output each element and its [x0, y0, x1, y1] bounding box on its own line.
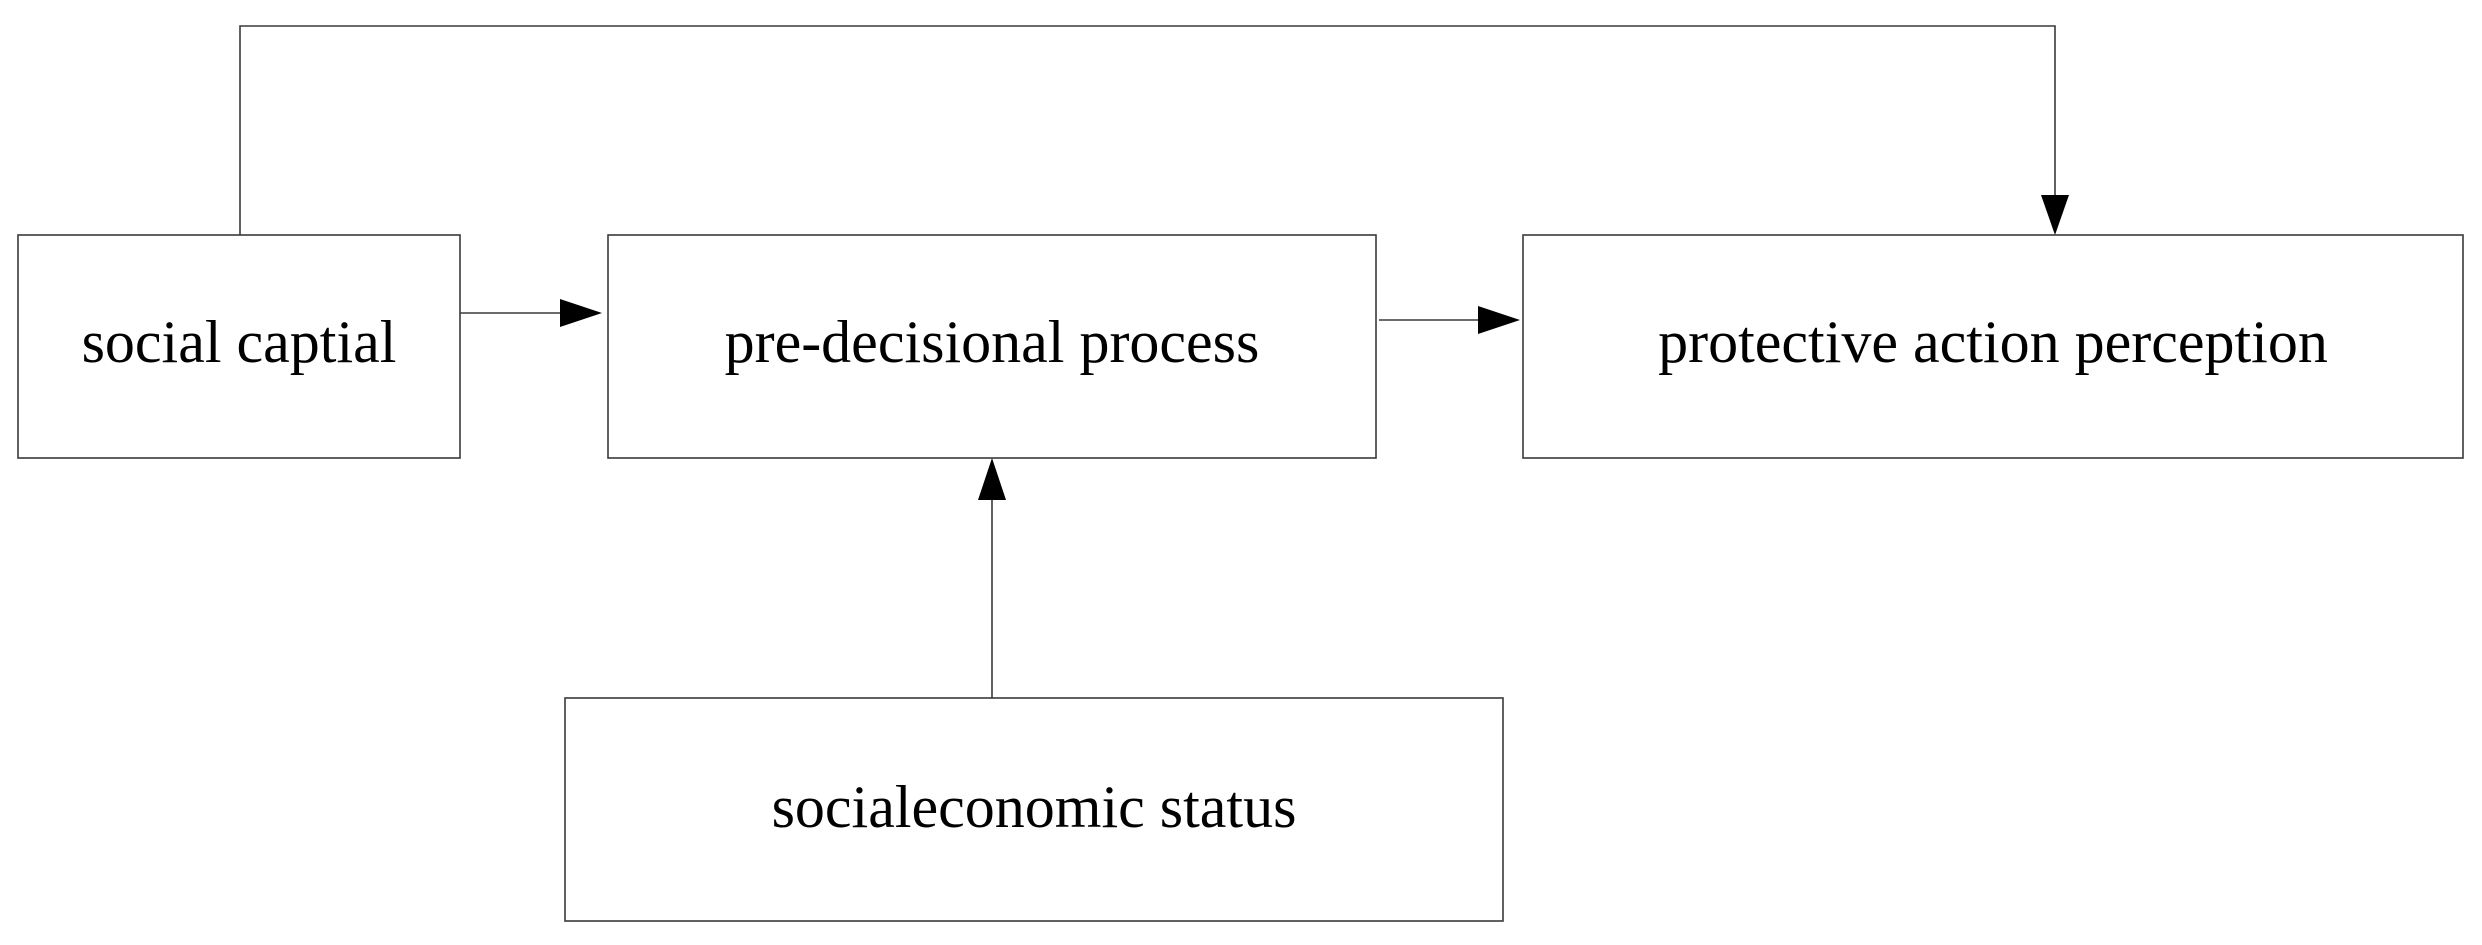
- arrowhead-into-pre-decisional-left: [560, 299, 602, 327]
- node-protective-action-perception-box: [1522, 234, 2464, 459]
- arrowhead-into-protective-action-left: [1478, 306, 1520, 334]
- node-socioeconomic-status-box: [564, 697, 1504, 922]
- node-pre-decisional-process-box: [607, 234, 1377, 459]
- node-socioeconomic-status-label: socialeconomic status: [772, 774, 1297, 840]
- edge-social-capital-to-protective-action: [239, 25, 2056, 235]
- edges: [239, 25, 2069, 698]
- arrowhead-into-protective-action-top: [2041, 195, 2069, 235]
- node-social-capital-box: [17, 234, 461, 459]
- node-protective-action-perception-label: protective action perception: [1658, 309, 2328, 375]
- arrowhead-into-pre-decisional-bottom: [978, 458, 1006, 500]
- node-socioeconomic-status: socialeconomic status: [564, 697, 1504, 922]
- node-pre-decisional-process-label: pre-decisional process: [725, 309, 1260, 375]
- node-social-capital: social captial: [17, 234, 461, 459]
- node-social-capital-label: social captial: [82, 309, 397, 375]
- node-pre-decisional-process: pre-decisional process: [607, 234, 1377, 459]
- node-protective-action-perception: protective action perception: [1522, 234, 2464, 459]
